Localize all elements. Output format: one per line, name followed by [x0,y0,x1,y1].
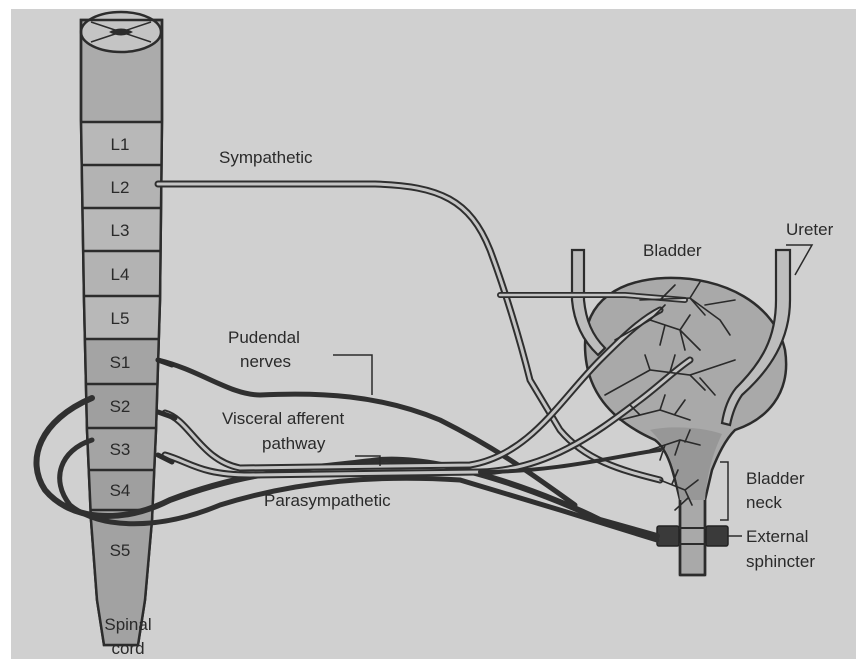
segment-label-s2: S2 [110,397,131,416]
label-visceral-line1: Visceral afferent [222,409,344,428]
label-ureter: Ureter [786,220,834,239]
label-sympathetic: Sympathetic [219,148,313,167]
label-visceral-line2: pathway [262,434,326,453]
segment-label-s3: S3 [110,440,131,459]
label-bladder-neck-line2: neck [746,493,782,512]
segment-label-l1: L1 [111,135,130,154]
label-bladder: Bladder [643,241,702,260]
segment-label-l2: L2 [111,178,130,197]
label-bladder-neck-line1: Bladder [746,469,805,488]
label-parasympathetic: Parasympathetic [264,491,391,510]
label-pudendal-line1: Pudendal [228,328,300,347]
label-external-sphincter-line2: sphincter [746,552,815,571]
segment-label-s4: S4 [110,481,131,500]
spinal-cord-label-line2: cord [111,639,144,658]
segment-label-l4: L4 [111,265,130,284]
segment-label-l3: L3 [111,221,130,240]
segment-label-s1: S1 [110,353,131,372]
segment-label-l5: L5 [111,309,130,328]
label-pudendal-line2: nerves [240,352,291,371]
label-external-sphincter-line1: External [746,527,808,546]
spinal-cord-label-line1: Spinal [104,615,151,634]
segment-label-s5: S5 [110,541,131,560]
